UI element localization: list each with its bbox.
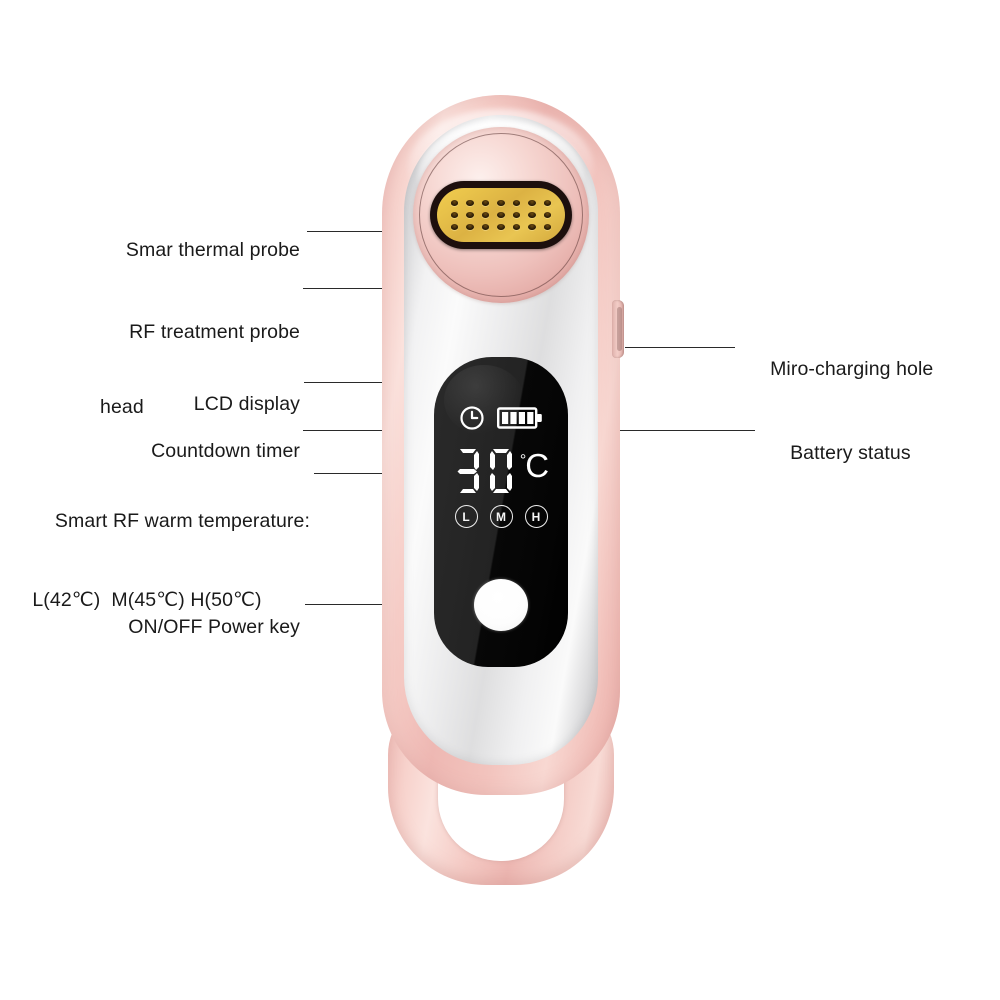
micro-charging-hole-slot	[617, 307, 622, 351]
label-rf-treatment-probe-head-line2: head	[100, 395, 144, 418]
label-lcd-display: LCD display	[0, 367, 300, 442]
probe-dot	[528, 224, 536, 230]
probe-dot	[466, 200, 474, 206]
seven-segment-digit	[489, 449, 512, 493]
probe-dot	[512, 200, 521, 206]
label-rf-treatment-probe-head-line1: RF treatment probe	[129, 320, 300, 343]
level-medium-button[interactable]: M	[489, 505, 513, 528]
label-smart-thermal-probe: Smar thermal probe	[0, 213, 300, 288]
temperature-unit: °C	[519, 447, 549, 484]
label-countdown-timer: Countdown timer	[0, 414, 300, 489]
temperature-level-buttons: L M H	[434, 505, 568, 528]
probe-dot	[543, 224, 552, 230]
probe-dot	[543, 212, 552, 218]
smart-thermal-probe[interactable]	[437, 188, 565, 242]
probe-dot	[466, 212, 474, 218]
label-on-off-power-key-text: ON/OFF Power key	[128, 615, 300, 638]
probe-dot	[497, 212, 505, 218]
probe-dot	[450, 200, 459, 206]
probe-dot	[543, 200, 552, 206]
temperature-digits	[454, 447, 515, 495]
lcd-display[interactable]: °C L M H	[434, 357, 568, 667]
clock-icon	[460, 406, 484, 430]
label-rf-treatment-probe-head: RF treatment probe head	[0, 270, 300, 470]
label-battery-status-text: Battery status	[790, 441, 911, 464]
battery-icon	[497, 407, 542, 429]
on-off-power-key[interactable]	[474, 579, 528, 631]
label-countdown-timer-text: Countdown timer	[151, 439, 300, 462]
probe-dot	[481, 212, 490, 218]
rf-beauty-device: °C L M H	[382, 95, 624, 885]
lcd-status-row	[434, 405, 568, 431]
label-smart-rf-warm-temperature-line2: L(42℃) M(45℃) H(50℃)	[32, 588, 262, 611]
celsius-letter: C	[525, 447, 549, 484]
label-smart-thermal-probe-text: Smar thermal probe	[125, 238, 300, 261]
seven-segment-digit	[457, 449, 479, 493]
probe-dot	[450, 224, 459, 230]
label-micro-charging-hole-text: Miro-charging hole	[770, 357, 934, 380]
probe-dot	[497, 224, 505, 230]
label-smart-rf-warm-temperature: Smart RF warm temperature: L(42℃) M(45℃)…	[0, 459, 310, 663]
leader-micro-charging-hole	[625, 347, 735, 348]
temperature-readout: °C	[434, 447, 568, 495]
probe-dot	[481, 200, 490, 206]
probe-dot	[466, 224, 474, 230]
level-low-button[interactable]: L	[454, 505, 478, 528]
probe-dot	[497, 200, 505, 206]
probe-dot	[512, 224, 521, 230]
rf-treatment-probe-head[interactable]	[430, 181, 572, 249]
probe-dot-grid	[447, 197, 555, 233]
probe-dot	[481, 224, 490, 230]
label-battery-status: Battery status	[768, 416, 1000, 491]
probe-dot	[528, 212, 536, 218]
leader-battery-status	[560, 430, 755, 431]
micro-charging-hole[interactable]	[612, 300, 624, 358]
level-high-button[interactable]: H	[524, 505, 548, 528]
label-lcd-display-text: LCD display	[193, 392, 300, 415]
probe-bezel-ring	[419, 133, 583, 297]
degree-symbol: °	[519, 452, 526, 469]
probe-dot	[528, 200, 536, 206]
label-on-off-power-key: ON/OFF Power key	[0, 590, 300, 665]
probe-dot	[512, 212, 521, 218]
label-micro-charging-hole: Miro-charging hole	[748, 332, 998, 407]
probe-dot	[450, 212, 459, 218]
label-smart-rf-warm-temperature-line1: Smart RF warm temperature:	[54, 509, 310, 532]
